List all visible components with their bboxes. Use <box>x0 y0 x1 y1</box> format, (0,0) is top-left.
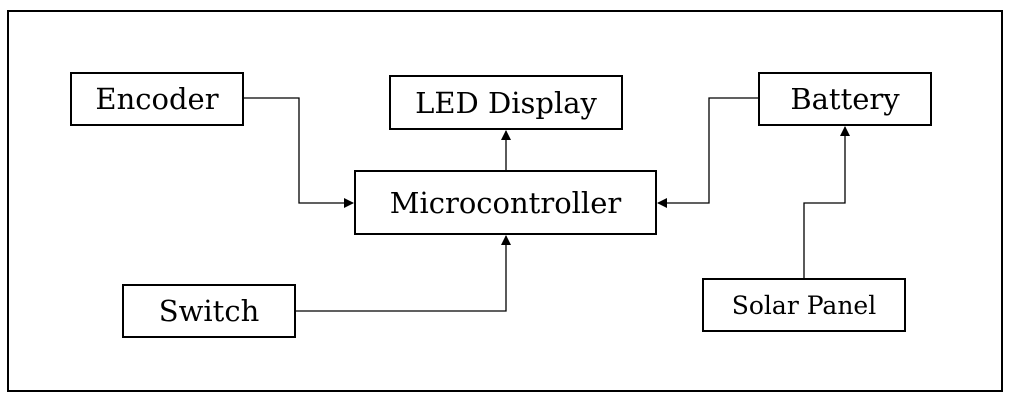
encoder-label: Encoder <box>95 82 219 116</box>
wire-switch-to-microcontroller <box>296 235 511 312</box>
wire-battery-to-microcontroller <box>657 97 758 208</box>
switch-label: Switch <box>158 294 260 328</box>
led-display-block: LED Display <box>389 75 623 130</box>
wire-encoder-to-microcontroller <box>244 97 354 208</box>
battery-label: Battery <box>790 82 900 116</box>
microcontroller-label: Microcontroller <box>389 185 622 220</box>
switch-block: Switch <box>122 284 296 338</box>
solar-panel-label: Solar Panel <box>731 290 877 320</box>
encoder-block: Encoder <box>70 72 244 126</box>
wire-solar-panel-to-battery <box>803 126 850 278</box>
microcontroller-block: Microcontroller <box>354 170 657 235</box>
solar-panel-block: Solar Panel <box>702 278 906 332</box>
led-display-label: LED Display <box>415 85 597 120</box>
battery-block: Battery <box>758 72 932 126</box>
